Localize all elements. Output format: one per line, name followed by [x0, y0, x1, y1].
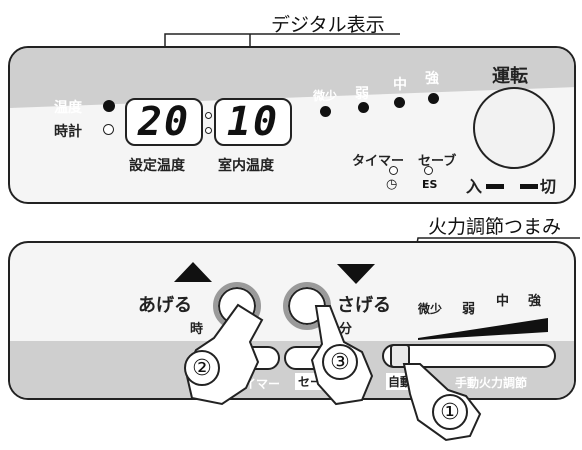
colon-dot-top: [205, 112, 212, 119]
manual-heat-label: 手動火力調節: [455, 376, 528, 390]
on-bar: [486, 184, 504, 189]
off-bar: [520, 184, 538, 189]
save-indicator-label: セーブ: [418, 154, 457, 169]
temp-mode-indicator: [103, 100, 115, 112]
run-label: 運転: [492, 66, 528, 87]
save-icon: ES: [422, 178, 438, 191]
level-label-jaku: 弱: [355, 86, 369, 102]
off-label: 切: [540, 177, 557, 196]
timer-indicator-lamp: [389, 166, 398, 175]
digital-display-callout: デジタル表示: [271, 14, 385, 36]
colon-dot-bottom: [205, 127, 212, 134]
set-temp-display: 20: [125, 98, 203, 146]
down-arrow-icon: [337, 264, 375, 284]
step-2-marker: ②: [184, 350, 220, 386]
on-label: 入: [466, 177, 483, 196]
hour-label: 時: [190, 322, 204, 337]
level-indicator-bisho: [320, 106, 331, 117]
up-arrow-icon: [174, 262, 212, 282]
level-indicator-jaku: [358, 102, 369, 113]
level-label-kyo: 強: [425, 71, 439, 87]
up-button-label: あげる: [138, 295, 192, 316]
clock-mode-label: 時計: [54, 124, 82, 140]
temp-mode-label: 温度: [54, 100, 82, 116]
scale-label-kyo: 強: [528, 294, 542, 309]
heat-knob[interactable]: [390, 344, 410, 368]
scale-label-bisho: 微少: [418, 302, 443, 316]
clock-icon: ◷: [386, 177, 398, 192]
down-button-label: さげる: [337, 295, 391, 316]
minute-label: 分: [339, 322, 353, 337]
clock-mode-indicator: [103, 124, 114, 135]
level-indicator-chu: [394, 97, 405, 108]
room-temp-display: 10: [214, 98, 292, 146]
timer-indicator-label: タイマー: [352, 154, 405, 169]
room-temp-label: 室内温度: [218, 158, 274, 174]
level-indicator-kyo: [428, 93, 439, 104]
level-label-chu: 中: [393, 77, 407, 93]
save-indicator-lamp: [424, 166, 433, 175]
heat-knob-track: [382, 344, 556, 368]
level-label-bisho: 微少: [313, 89, 338, 103]
scale-label-chu: 中: [496, 294, 510, 309]
set-temp-label: 設定温度: [129, 158, 185, 174]
step-1-marker: ①: [432, 394, 468, 430]
heat-knob-callout: 火力調節つまみ: [428, 216, 562, 238]
step-3-marker: ③: [322, 344, 358, 380]
scale-label-jaku: 弱: [462, 302, 476, 317]
run-knob[interactable]: [473, 87, 555, 169]
